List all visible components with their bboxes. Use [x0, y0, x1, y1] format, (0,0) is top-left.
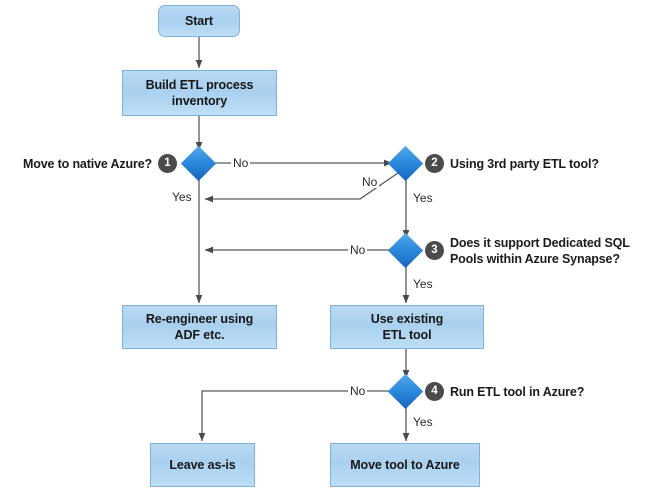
decision-1-step-number: 1: [158, 154, 177, 173]
decision-4-yes-label: Yes: [411, 415, 435, 429]
decision-1-question: Move to native Azure?: [22, 157, 152, 171]
node-start-label: Start: [185, 14, 213, 28]
decision-4-question: Run ETL tool in Azure?: [450, 385, 585, 399]
decision-1-no-label: No: [231, 156, 251, 170]
node-use-existing-etl-tool-label: Use existing ETL tool: [370, 312, 444, 342]
node-build-etl-inventory[interactable]: Build ETL process inventory: [122, 70, 277, 116]
decision-3-number-text: 3: [431, 243, 438, 256]
node-start[interactable]: Start: [158, 5, 240, 37]
decision-3-diamond[interactable]: [387, 232, 424, 269]
decision-4-step-number: 4: [425, 382, 444, 401]
decision-1-yes-label: Yes: [170, 190, 194, 204]
node-build-etl-inventory-label: Build ETL process inventory: [145, 78, 254, 108]
node-leave-as-is[interactable]: Leave as-is: [150, 443, 255, 487]
decision-2-yes-label: Yes: [411, 191, 435, 205]
decision-2-number-text: 2: [431, 156, 438, 169]
node-move-tool-to-azure[interactable]: Move tool to Azure: [330, 443, 480, 487]
decision-3-question: Does it support Dedicated SQL Pools with…: [450, 236, 630, 266]
decision-4-diamond[interactable]: [387, 373, 424, 410]
decision-3-yes-label: Yes: [411, 277, 435, 291]
node-re-engineer-adf-label: Re-engineer using ADF etc.: [145, 312, 254, 342]
decision-4-no-label: No: [348, 384, 368, 398]
decision-2-question: Using 3rd party ETL tool?: [450, 157, 599, 171]
decision-1-number-text: 1: [164, 156, 171, 169]
decision-2-step-number: 2: [425, 154, 444, 173]
node-leave-as-is-label: Leave as-is: [169, 458, 236, 472]
decision-2-no-label: No: [360, 175, 380, 189]
node-use-existing-etl-tool[interactable]: Use existing ETL tool: [330, 305, 484, 349]
node-move-tool-to-azure-label: Move tool to Azure: [350, 458, 460, 472]
edge-d4-no-to-leave-as-is: [198, 390, 392, 442]
decision-3-no-label: No: [348, 243, 368, 257]
decision-1-diamond[interactable]: [180, 145, 217, 182]
decision-4-number-text: 4: [431, 384, 438, 397]
node-re-engineer-adf[interactable]: Re-engineer using ADF etc.: [122, 305, 277, 349]
decision-3-step-number: 3: [425, 241, 444, 260]
decision-2-diamond[interactable]: [387, 145, 424, 182]
